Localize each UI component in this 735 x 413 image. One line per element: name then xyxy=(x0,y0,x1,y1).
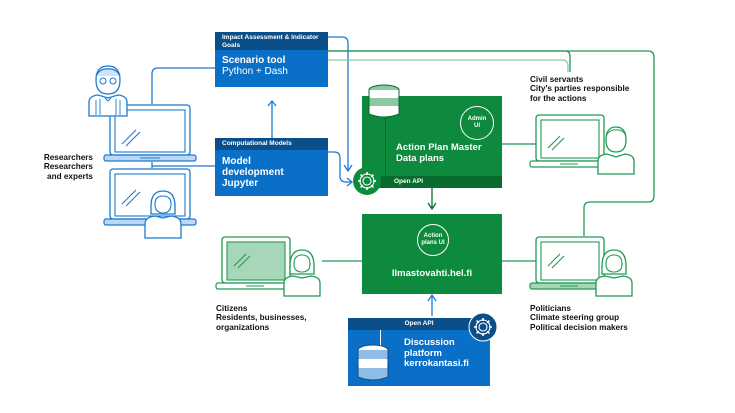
label-line: Civil servants xyxy=(530,75,584,84)
open-api-footer: Open API xyxy=(362,176,502,188)
line-researcher-scenario xyxy=(151,67,215,104)
label-civil-servants: Civil servants City's parties responsibl… xyxy=(530,75,629,103)
model-line: Jupyter xyxy=(222,178,259,189)
person-icon xyxy=(597,126,635,175)
laptop-icon xyxy=(215,236,297,290)
title-line: kerrokantasi.fi xyxy=(404,358,469,369)
label-politicians: Politicians Climate steering group Polit… xyxy=(530,304,628,332)
laptop-icon xyxy=(529,236,611,290)
discussion-title: Discussion platform kerrokantasi.fi xyxy=(404,337,469,370)
label-line: Researchers xyxy=(43,153,93,162)
label-line: Politicians xyxy=(530,304,571,313)
title-line: platform xyxy=(404,347,442,359)
gear-icon xyxy=(468,312,498,342)
discussion-gear[interactable] xyxy=(468,312,498,347)
label-line: Residents, businesses, xyxy=(216,313,307,323)
db-connector xyxy=(385,108,386,176)
label-line: Citizens xyxy=(216,304,248,313)
model-development-box[interactable]: Computational Models Model development J… xyxy=(215,138,328,196)
citizen-laptop xyxy=(214,236,298,299)
action-plans-ui-label: Action plans UI xyxy=(421,233,445,246)
ilmastovahti-box[interactable]: Action plans UI Ilmastovahti.hel.fi xyxy=(362,214,502,294)
laptop-icon xyxy=(529,114,611,168)
label-line: organizations xyxy=(216,322,270,332)
label-line: and experts xyxy=(47,171,93,181)
label-line: Climate steering group xyxy=(530,313,620,323)
line-model-gear xyxy=(328,151,352,183)
database-icon xyxy=(368,84,400,118)
politician-person xyxy=(594,246,634,303)
admin-ui-badge[interactable]: Admin UI xyxy=(460,106,494,140)
line-scenario-civil xyxy=(328,50,571,72)
scenario-tool-header: Impact Assessment & Indicator Goals xyxy=(215,32,328,50)
label-line: for the actions xyxy=(530,93,587,103)
scenario-tool-subtitle: Python + Dash xyxy=(222,66,288,77)
person-woman-icon xyxy=(283,249,321,297)
citizen-person xyxy=(282,246,322,303)
database-icon xyxy=(357,344,389,381)
laptop-icon xyxy=(103,104,197,162)
person-woman-icon xyxy=(595,249,633,297)
label-line: City's parties responsible xyxy=(530,84,630,94)
researcher-laptop-top xyxy=(102,104,198,171)
db-connector xyxy=(380,330,381,352)
model-line: development xyxy=(222,167,284,178)
gear-icon xyxy=(353,167,381,195)
line-scenario-politicians xyxy=(328,50,655,236)
master-database xyxy=(366,84,402,129)
researcher-woman xyxy=(143,186,183,247)
scenario-tool-box[interactable]: Impact Assessment & Indicator Goals Scen… xyxy=(215,32,328,87)
civil-servant-laptop xyxy=(528,114,612,177)
person-woman-icon xyxy=(144,190,182,239)
master-gear[interactable] xyxy=(352,166,382,201)
politician-laptop xyxy=(528,236,612,299)
title-line: Data plans xyxy=(396,153,445,164)
civil-servant-person xyxy=(596,124,636,181)
action-plan-master-title: Action Plan Master Data plans xyxy=(396,142,482,164)
label-line: Political decision makers xyxy=(530,322,628,332)
scenario-tool-body: Scenario tool Python + Dash xyxy=(215,50,328,82)
line-scenario-civil-2 xyxy=(328,59,569,72)
researcher-man xyxy=(86,64,130,125)
label-line: Researchers xyxy=(43,162,93,172)
admin-ui-label: Admin UI xyxy=(467,116,487,129)
label-researchers: Researchers Researchers and experts xyxy=(38,153,93,181)
person-glasses-icon xyxy=(88,65,128,117)
model-development-body: Model development Jupyter xyxy=(215,150,328,194)
title-line: Action Plan Master xyxy=(396,142,482,153)
discussion-database xyxy=(355,344,391,393)
label-citizens: Citizens Residents, businesses, organiza… xyxy=(216,304,307,332)
discussion-open-api-header: Open API xyxy=(348,318,490,330)
action-plans-ui-badge[interactable]: Action plans UI xyxy=(417,224,449,256)
scenario-tool-title: Scenario tool xyxy=(222,55,286,66)
line-scenario-gear xyxy=(328,36,349,170)
title-line: Discussion xyxy=(404,337,455,348)
model-line: Model xyxy=(222,156,251,167)
ilmastovahti-title[interactable]: Ilmastovahti.hel.fi xyxy=(391,268,473,279)
model-development-header: Computational Models xyxy=(215,138,328,150)
